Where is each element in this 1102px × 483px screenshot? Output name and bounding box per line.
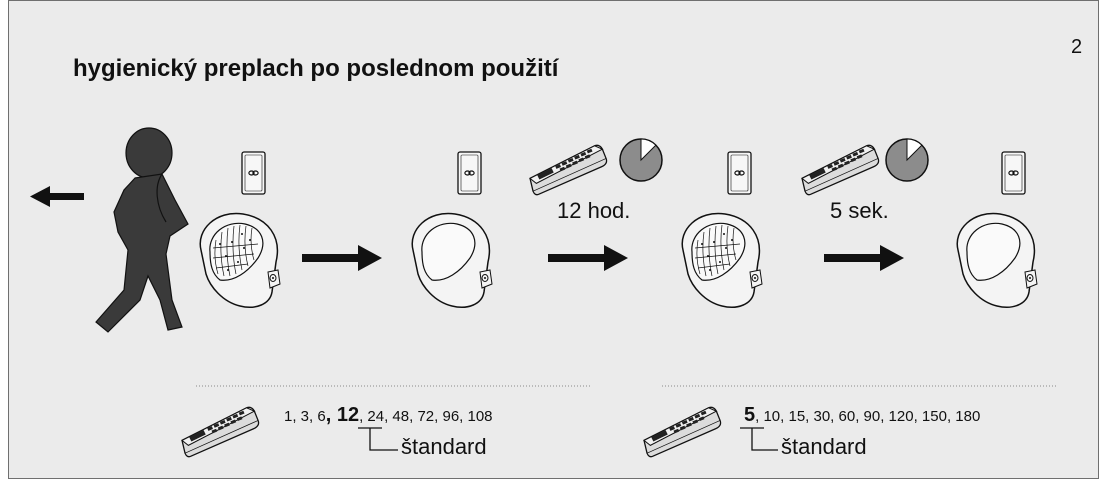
seconds-options-after: , 10, 15, 30, 60, 90, 120, 150, 180 bbox=[755, 408, 981, 425]
right-arrow-icon bbox=[824, 245, 904, 271]
urinal-icon bbox=[411, 212, 493, 308]
interval-hours-label: 12 hod. bbox=[557, 198, 631, 223]
interval-seconds-label: 5 sek. bbox=[830, 198, 889, 223]
standard-bracket bbox=[358, 427, 398, 451]
sensor-panel-icon bbox=[727, 151, 752, 195]
hours-options-after: , 24, 48, 72, 96, 108 bbox=[359, 408, 493, 425]
hours-standard-value: 12 bbox=[336, 404, 360, 426]
seconds-options: 5, 10, 15, 30, 60, 90, 120, 150, 180 bbox=[744, 404, 980, 427]
remote-control-icon bbox=[797, 142, 882, 197]
walking-person-icon bbox=[95, 127, 189, 333]
remote-control-icon bbox=[639, 404, 724, 459]
clock-icon bbox=[619, 138, 663, 182]
hours-sep: , bbox=[325, 404, 337, 426]
seconds-standard-label: štandard bbox=[781, 434, 867, 459]
diagram-title: hygienický preplach po poslednom použití bbox=[73, 55, 559, 82]
right-arrow-icon bbox=[302, 245, 382, 271]
remote-control-icon bbox=[177, 404, 262, 459]
page-number: 2 bbox=[1071, 36, 1083, 58]
seconds-standard-value: 5 bbox=[744, 404, 756, 426]
urinal-icon bbox=[682, 213, 762, 307]
urinal-icon bbox=[956, 212, 1038, 308]
hours-options-before: 1, 3, 6 bbox=[284, 408, 326, 425]
remote-control-icon bbox=[525, 142, 610, 197]
diagram-panel bbox=[8, 0, 1099, 479]
urinal-icon bbox=[200, 213, 280, 307]
right-arrow-icon bbox=[548, 245, 628, 271]
left-arrow-icon bbox=[30, 186, 84, 207]
hours-options: 1, 3, 6, 12, 24, 48, 72, 96, 108 bbox=[284, 404, 493, 427]
sensor-panel-icon bbox=[457, 151, 482, 195]
sensor-panel-icon bbox=[241, 151, 266, 195]
sensor-panel-icon bbox=[1001, 151, 1026, 195]
clock-icon bbox=[885, 138, 929, 182]
standard-bracket bbox=[740, 427, 778, 451]
hours-standard-label: štandard bbox=[401, 434, 487, 459]
